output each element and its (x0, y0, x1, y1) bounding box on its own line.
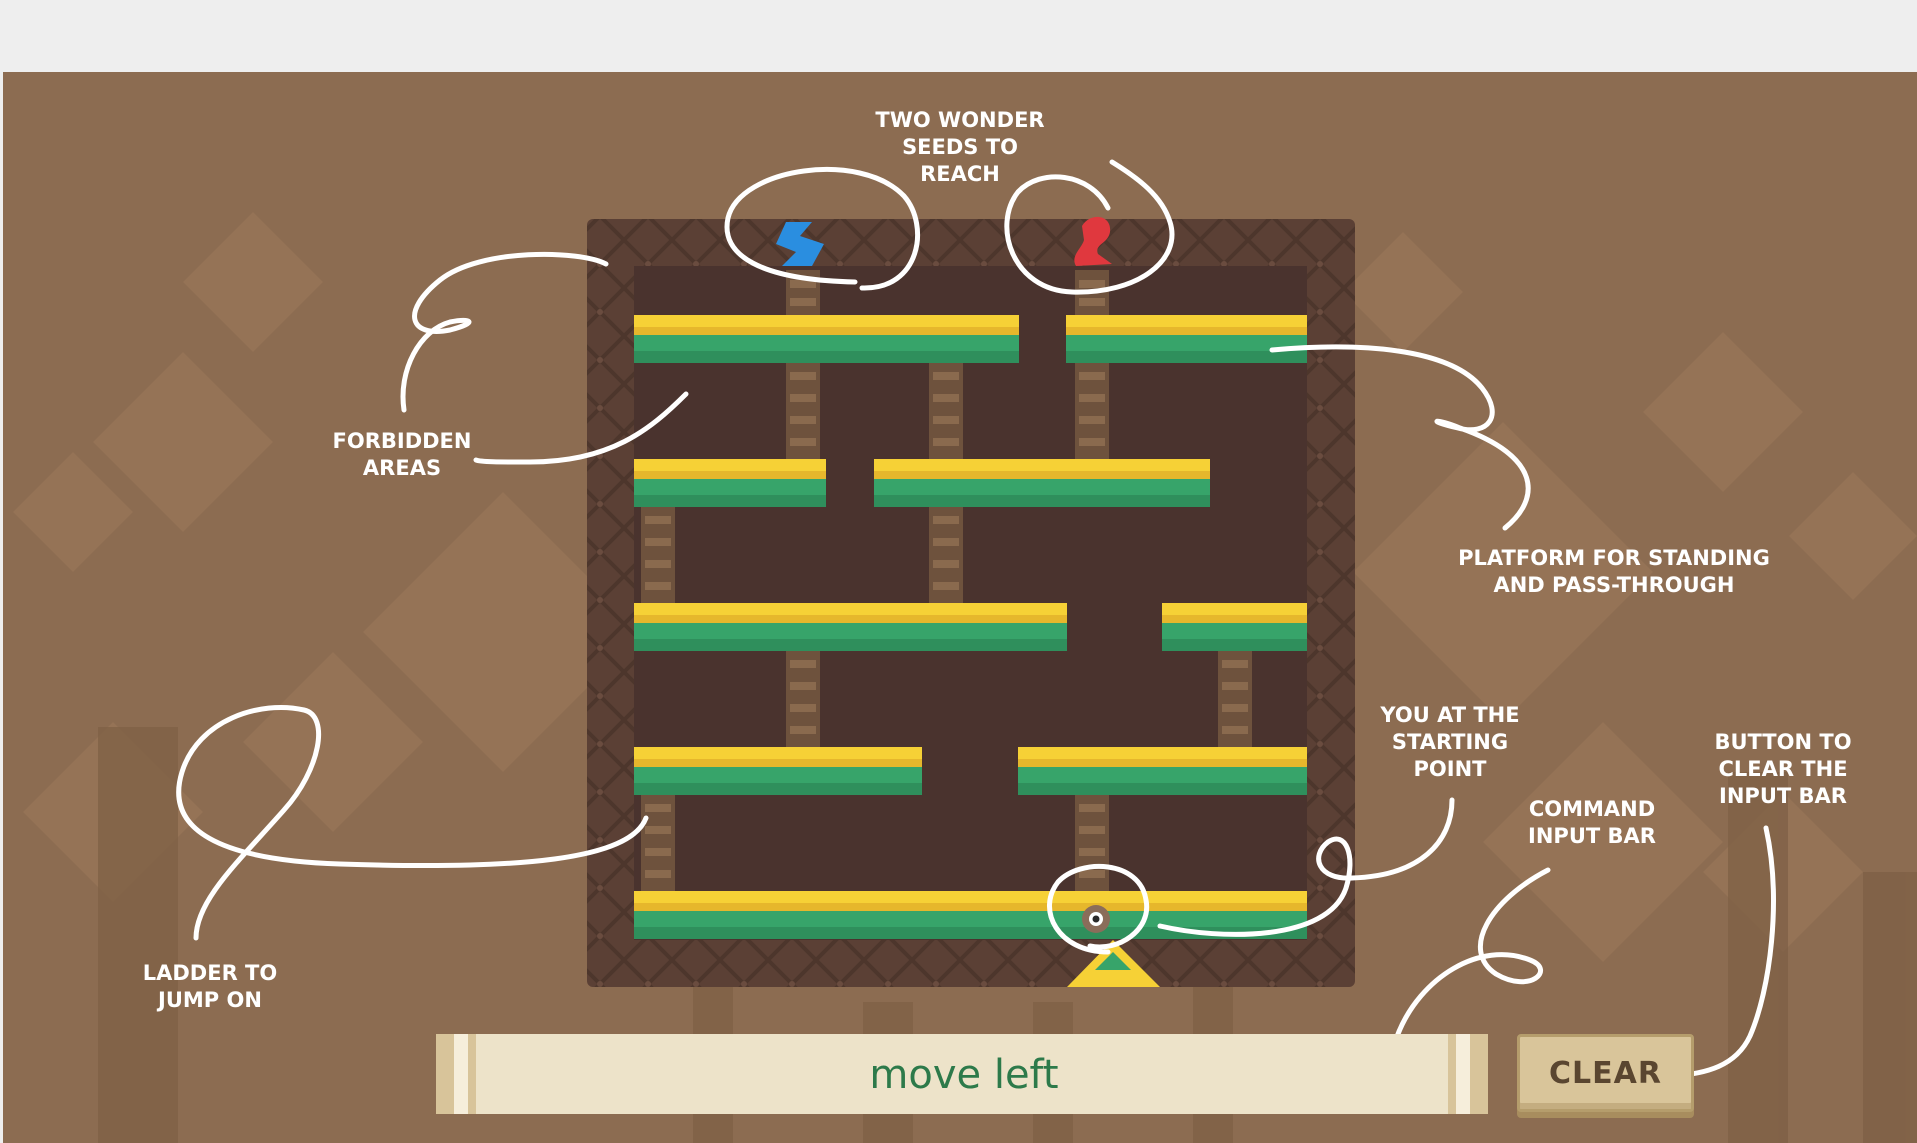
command-input[interactable] (496, 1042, 1432, 1108)
annotation-ladder: LADDER TO JUMP ON (142, 961, 278, 1012)
background-decoration (13, 212, 1917, 1143)
platform (1162, 603, 1307, 651)
annotation-player: YOU AT THE STARTING POINT (1380, 703, 1520, 781)
ladder (929, 506, 963, 606)
ladder (641, 794, 675, 894)
ladder (1075, 270, 1109, 318)
annotation-seeds: TWO WONDER SEEDS TO REACH (875, 108, 1045, 186)
annotation-platform: PLATFORM FOR STANDING AND PASS-THROUGH (1458, 546, 1770, 597)
ladder (641, 506, 675, 606)
platform (634, 603, 1067, 651)
ladder (1218, 650, 1252, 750)
platform (634, 747, 922, 795)
annotation-button: BUTTON TO CLEAR THE INPUT BAR (1714, 730, 1852, 808)
ladder (929, 362, 963, 462)
blue-seed-icon (776, 222, 824, 266)
ladder (786, 650, 820, 750)
ladders (641, 270, 1252, 894)
platform (1066, 315, 1307, 363)
ladder (1075, 794, 1109, 894)
player-icon (1082, 905, 1110, 933)
platform (634, 315, 1019, 363)
platform (634, 459, 826, 507)
annotation-strokes (176, 159, 1776, 1079)
platform (1018, 747, 1307, 795)
red-seed-icon (1074, 216, 1112, 266)
ladder (1075, 362, 1109, 462)
annotation-command: COMMAND INPUT BAR (1528, 797, 1656, 848)
command-input-bar (436, 1034, 1488, 1114)
platform (874, 459, 1210, 507)
annotation-forbidden: FORBIDDEN AREAS (332, 429, 472, 480)
ladder (786, 362, 820, 462)
clear-button[interactable]: CLEAR (1517, 1034, 1694, 1112)
top-bar (0, 0, 1917, 72)
